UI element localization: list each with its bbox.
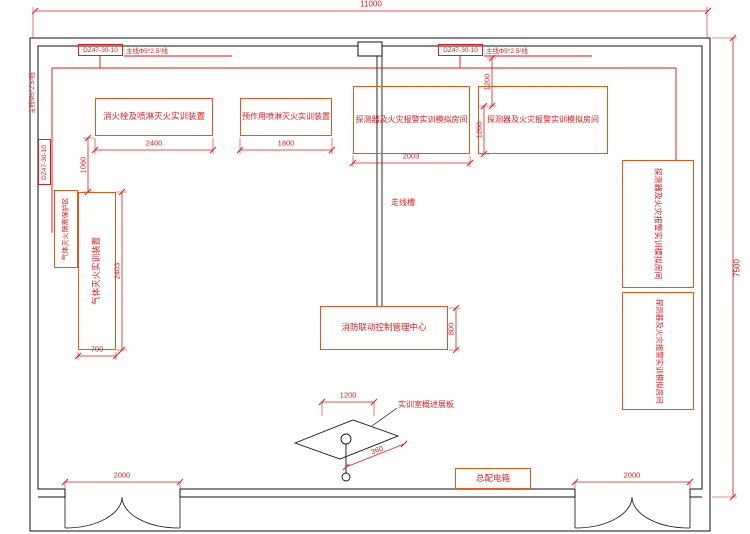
dim-door-left: 2000 [113,470,131,480]
power-wire-lines [51,55,677,233]
breaker-top-right-model: DZ47-30-10 [443,46,478,54]
dim-door-right: 2000 [623,470,641,480]
overview-board-label: 实训室概述展板 [398,400,454,409]
control-center-label: 消防联动控制管理中心 [341,322,427,333]
breaker-left-wall-model: DZ47-30-10 [41,144,48,180]
detector-room-right-lower-box: 探测器及火灾报警实训模拟房间 [622,292,694,410]
preaction-training-unit-box: 预作用喷淋灭火实训装置 [240,98,332,136]
gas-extinguish-unit-box: 气体灭火实训装置 [78,192,116,350]
door-jambs [64,489,691,497]
display-stand [293,419,400,482]
gas-isolation-zone-label: 气体灭火隔离保护区 [61,197,69,261]
dim-detector-room-height-upper: 1200 [482,73,492,91]
dim-detector-room-width: 2003 [402,151,420,161]
detector-room-right-lower-label: 探测器及火灾报警实训模拟房间 [654,298,664,404]
dim-control-depth: 800 [446,322,456,336]
cable-trough-label: 走线槽 [391,198,415,207]
hydrant-training-unit-label: 消火栓及喷淋灭火实训装置 [102,111,205,122]
main-power-box: 总配电箱 [455,468,531,489]
hydrant-training-unit-box: 消火栓及喷淋灭火实训装置 [95,98,213,136]
breaker-top-left-model: DZ47-30-10 [83,46,118,54]
door-right [574,496,691,529]
dimension-lines [35,10,734,497]
cable-trough-line [376,56,383,306]
dim-overall-width: 11000 [360,0,382,9]
breaker-left-wall-box: DZ47-30-10 [38,139,51,185]
junction-box [357,41,383,57]
dim-gas-gap: 1060 [78,156,88,174]
dim-hydrant-zone: 2400 [145,138,163,148]
breaker-top-right-box: DZ47-30-10 [438,44,483,56]
gas-isolation-zone-box: 气体灭火隔离保护区 [54,190,78,268]
dim-board-width: 1200 [339,390,357,400]
detector-room-top-right-box: 探测器及火灾报警实训模拟房间 [478,86,608,154]
door-opening-left-cut [65,487,180,498]
main-power-box-label: 总配电箱 [475,472,510,483]
leader-line [371,407,398,427]
dim-preaction-zone: 1800 [277,138,295,148]
dim-gas-length: 2403 [112,262,122,280]
door-opening-right-cut [575,487,690,498]
detector-room-right-upper-box: 探测器及火灾报警实训模拟房间 [622,160,694,288]
dim-detector-room-height-lower: 1200 [474,121,484,139]
door-left [64,496,181,529]
dimension-ticks [31,7,737,501]
dim-overall-height: 7500 [732,259,742,277]
breaker-top-right-wire-label: 主线Φ5*2.5²线 [486,48,529,55]
breaker-top-left-wire-label: 主线Φ5*2.5²线 [126,48,169,55]
detector-room-top-right-label: 探测器及火灾报警实训模拟房间 [487,115,599,125]
dim-gas-width: 700 [90,344,104,354]
gas-extinguish-unit-label: 气体灭火实训装置 [91,236,102,305]
left-wall-wire-label: 主线Φ5*2.5²线 [29,71,36,115]
control-center-box: 消防联动控制管理中心 [320,306,448,350]
preaction-training-unit-label: 预作用喷淋灭火实训装置 [242,112,330,122]
detector-room-top-left-label: 探测器及火灾报警实训模拟房间 [355,115,468,125]
breaker-top-left-box: DZ47-30-10 [78,44,123,56]
detector-room-right-upper-label: 探测器及火灾报警实训模拟房间 [653,168,663,280]
detector-room-top-left-box: 探测器及火灾报警实训模拟房间 [353,86,470,154]
